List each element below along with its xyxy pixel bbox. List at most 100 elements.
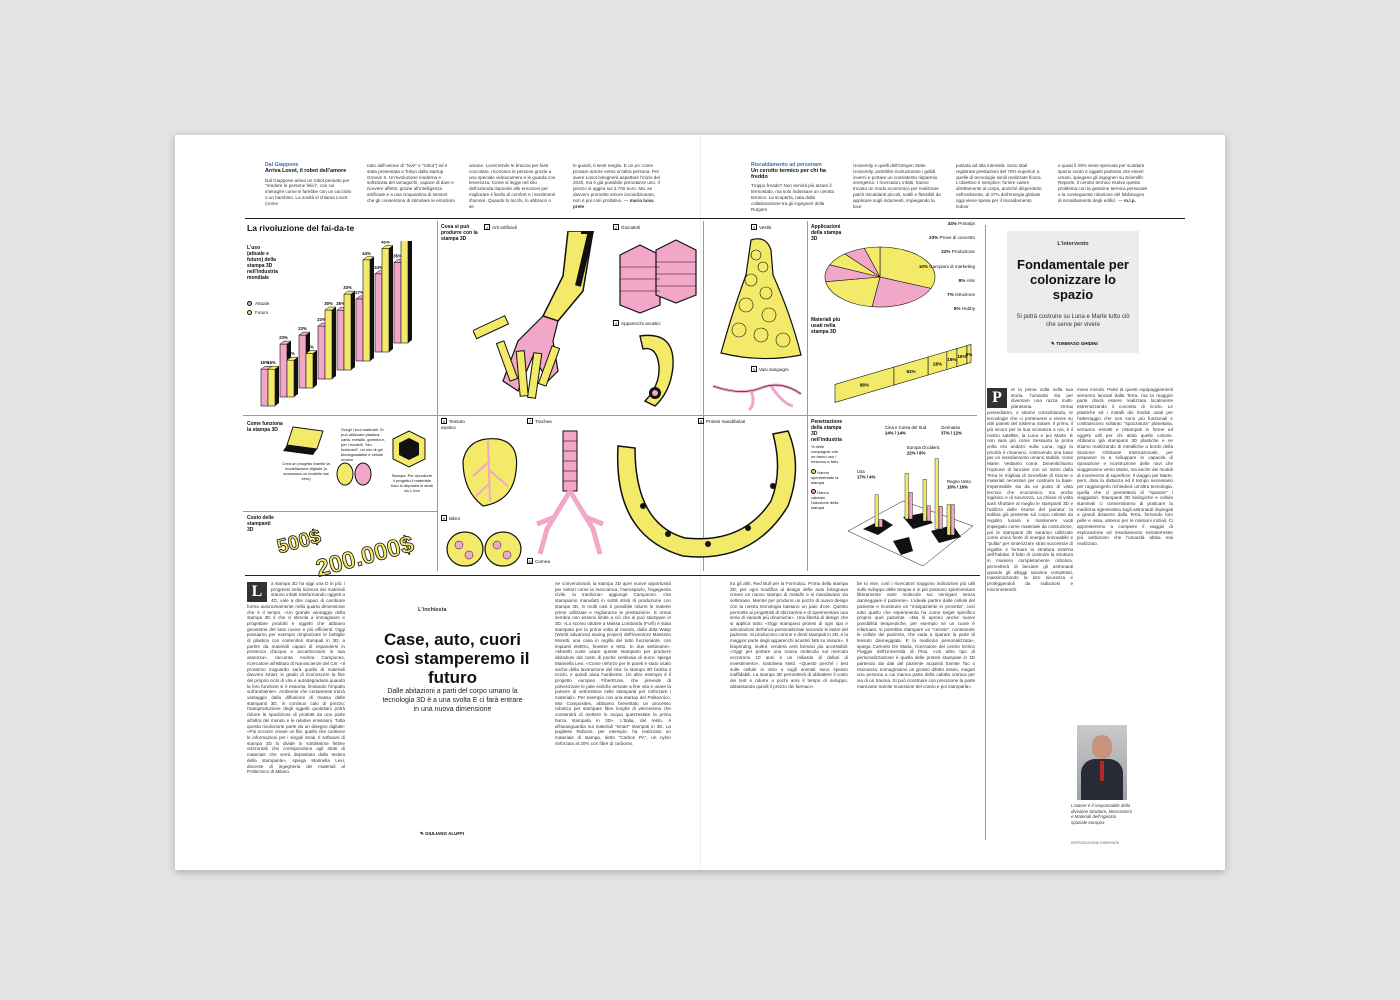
brief-right-col2: University e quelli dell'Oregon State Un… [853, 163, 941, 209]
map-bar-experimented [934, 458, 939, 530]
legend-current: Attuale [247, 301, 269, 307]
folio: REPRODUZIONE RISERVATA [1071, 841, 1120, 845]
item-8-text: Protesi mandibolari [706, 419, 746, 424]
adoption-bar [355, 298, 364, 362]
map-bar-experimented [922, 479, 927, 522]
adoption-bar [286, 359, 295, 398]
adoption-bar-label: 26% [336, 301, 345, 306]
brief-left-col1: Dal Giappone arriva un robot pensato per… [265, 177, 352, 206]
map-bar-experimented [946, 504, 951, 536]
main-col3: tra gli altri, Red Bull per la Formula1.… [730, 581, 848, 689]
main-dropcap: L [247, 582, 267, 602]
brief-right-kicker: Riscaldamento ad personam [751, 162, 822, 168]
map-legend-a-text: Hanno sperimentato la stampa [811, 470, 839, 485]
adoption-bar-side [294, 357, 298, 397]
sidebar-dropcap: P [987, 388, 1007, 408]
grid-divider-v3 [807, 221, 808, 571]
map-country-value: 37% / 12% [941, 431, 962, 436]
item-5-number: 5 [751, 366, 757, 372]
cost-label: Costo delle stampanti 3D [247, 515, 274, 533]
adoption-bar-chart: 16%16%23%16%23%15%23%30%26%33%27%44%34%4… [260, 241, 412, 407]
map-country-name: Usa [857, 469, 865, 474]
brief-left-col3: umane. Lovot tende le braccia per farsi … [469, 163, 556, 209]
materials-bar-chart: 88%51%28%15%15%6% [834, 344, 972, 403]
laptop-icon [283, 426, 324, 455]
author-caption: L'autore è il responsabile della divisio… [1071, 803, 1132, 825]
item-9-text: Bikini [449, 516, 460, 521]
brief-left-title: Arriva Lovot, il robot dell'amore [265, 167, 347, 174]
brief-right-col4: e quasi il 40% viene sprecata per scalda… [1058, 163, 1148, 203]
brief-right-title: Un cerotto termico per chi ha freddo [751, 167, 826, 180]
applications-legend-item: 7% Istruzione [883, 292, 975, 298]
applications-legend-item: 22% Produzione [883, 249, 975, 255]
map-legend-a-swatch [811, 469, 816, 474]
adoption-bar [324, 309, 333, 380]
map-country-value: 22% / 8% [907, 451, 926, 456]
step1-text: Crea un progetto tramite la modellazione… [282, 461, 330, 481]
sidebar-kicker: L'intervento [1057, 241, 1089, 247]
brief-right-col1: Troppo freddo? Non servirà più alzare il… [751, 183, 835, 212]
map-bar-evaluated [950, 504, 955, 536]
trachea-illustration [536, 430, 604, 555]
material-segment-label: 51% [906, 369, 915, 374]
filament-spool-icon [336, 462, 372, 486]
adoption-bar [393, 262, 402, 344]
toy-illustration [619, 239, 697, 314]
adoption-bar-label: 23% [298, 326, 307, 331]
grid-divider-v1 [437, 221, 438, 571]
cosa-label: Cosa si può produrre con la stampa 3D [441, 224, 478, 242]
infographic: La rivoluzione del fai-da-te L'uso (attu… [243, 221, 977, 583]
sidebar-header [1007, 231, 1139, 353]
adoption-bar [336, 309, 345, 371]
sidebar-headline: Fondamentale per colonizzare lo spazio [1017, 257, 1129, 302]
item-9-number: 9 [441, 515, 447, 521]
material-segment-label: 28% [933, 361, 942, 366]
prosthetic-arm-illustration [473, 231, 595, 399]
main-col2: ne convenzionali, la stampa 3D apre nuov… [555, 581, 671, 746]
grid-divider-v2 [703, 221, 704, 571]
map-landmasses [863, 513, 961, 555]
sidebar-divider [985, 225, 986, 840]
top-news-strip: Dal Giappone Arriva Lovot, il robot dell… [245, 162, 1185, 215]
brief-left-col4-wrap: lo guardi, ti senti meglio. E un po' com… [573, 163, 661, 209]
map-country-name: Germania [941, 425, 960, 430]
applications-legend-value: 8% [958, 277, 967, 283]
author-photo-tie [1100, 761, 1104, 781]
applications-legend-value: 7% [947, 291, 956, 297]
adoption-bar [343, 293, 352, 371]
hearing-aid-illustration [639, 334, 674, 407]
main-byline-name: GIULIANO ALUFFI [425, 831, 465, 836]
article-rule [245, 575, 980, 576]
applications-legend-label: Istruzione [955, 291, 975, 297]
blood-vessels-illustration [712, 383, 802, 412]
map-bar-experimented [874, 494, 879, 528]
item-8-number: 8 [698, 418, 704, 424]
adoption-bar-label: 35% [393, 254, 402, 259]
adoption-bar [400, 241, 409, 344]
map-country-value: 24% / 14% [885, 431, 906, 436]
item-7-number: 7 [527, 418, 533, 424]
applications-legend-item: 34% Prototipi [883, 221, 975, 227]
map-bar-evaluated [926, 505, 931, 522]
pie-slice [879, 246, 936, 289]
adoption-bar-label: 45% [381, 241, 390, 245]
brief-left: Dal Giappone Arriva Lovot, il robot dell… [265, 162, 353, 207]
item-10-text: Cornea [535, 559, 551, 564]
adoption-bar-side [389, 245, 393, 352]
brief-right-col3: pulsata ad alta intensità. Sono stati re… [956, 163, 1042, 209]
item-7-text: Trachea [535, 419, 552, 424]
dress-illustration [720, 238, 802, 360]
applications-legend-label: Arte [966, 277, 975, 283]
map-legend-b: Hanno valutato l'adozione della stampa [811, 489, 843, 510]
map-country-name: Regno Unito [947, 479, 971, 484]
sidebar-byline: ✎ TOMMASO GHIDINI [1051, 341, 1098, 346]
material-segment-label: 88% [860, 383, 869, 388]
newspaper-spread: Dal Giappone Arriva Lovot, il robot dell… [175, 135, 1225, 870]
